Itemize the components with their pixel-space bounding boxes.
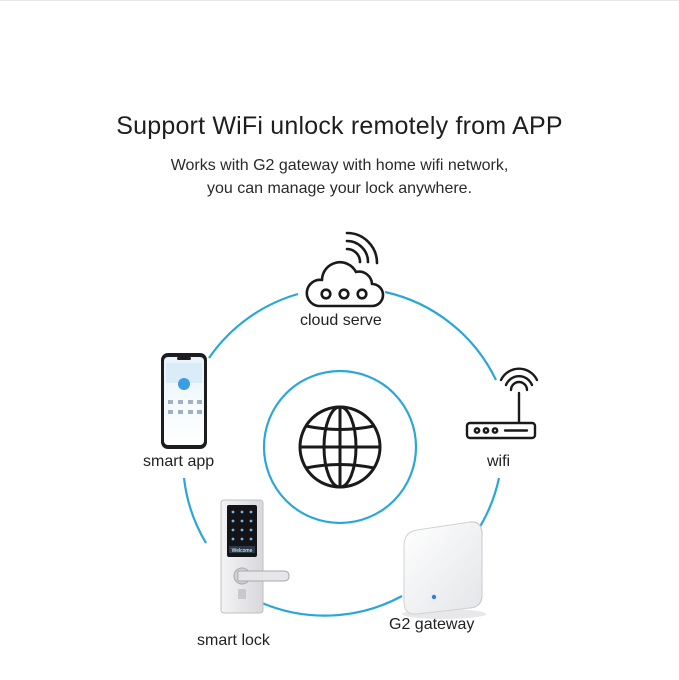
ring-arc-app-cloud (208, 292, 299, 359)
gateway-device-icon (402, 521, 486, 619)
smartphone-icon (161, 353, 207, 449)
router-icon (465, 367, 539, 440)
lock-screen-text: Welcome (232, 548, 253, 554)
inner-ring (262, 369, 418, 525)
label-wifi: wifi (487, 453, 511, 470)
label-cloud-serve: cloud serve (300, 312, 382, 329)
subtitle-line-1: Works with G2 gateway with home wifi net… (170, 157, 509, 174)
cloud-icon (305, 260, 385, 308)
ring-arc-cloud-wifi (384, 290, 497, 381)
ring-arc-lock-app (182, 477, 207, 544)
globe-icon (298, 405, 382, 489)
label-g2-gateway: G2 gateway (389, 616, 475, 633)
ring-arc-gateway-lock (261, 595, 403, 617)
label-smart-app: smart app (143, 453, 215, 470)
smart-lock-icon: Welcome (220, 499, 290, 614)
top-divider (0, 0, 679, 1)
page-title: Support WiFi unlock remotely from APP (116, 112, 563, 140)
label-smart-lock: smart lock (197, 632, 270, 649)
cloud-wifi-signal-icon (345, 231, 379, 265)
subtitle-line-2: you can manage your lock anywhere. (206, 180, 473, 197)
